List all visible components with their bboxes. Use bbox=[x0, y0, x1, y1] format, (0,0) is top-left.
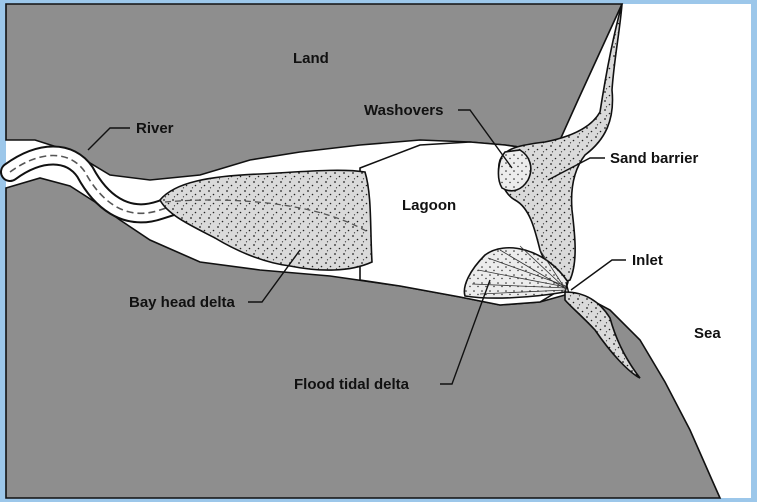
label-bay-head-delta: Bay head delta bbox=[129, 294, 236, 311]
label-land: Land bbox=[293, 50, 329, 67]
label-sand-barrier: Sand barrier bbox=[610, 150, 699, 167]
label-flood-tidal-delta: Flood tidal delta bbox=[294, 376, 410, 393]
label-sea: Sea bbox=[694, 325, 721, 342]
label-washovers: Washovers bbox=[364, 102, 443, 119]
label-river: River bbox=[136, 120, 174, 137]
label-lagoon: Lagoon bbox=[402, 197, 456, 214]
label-inlet: Inlet bbox=[632, 252, 663, 269]
